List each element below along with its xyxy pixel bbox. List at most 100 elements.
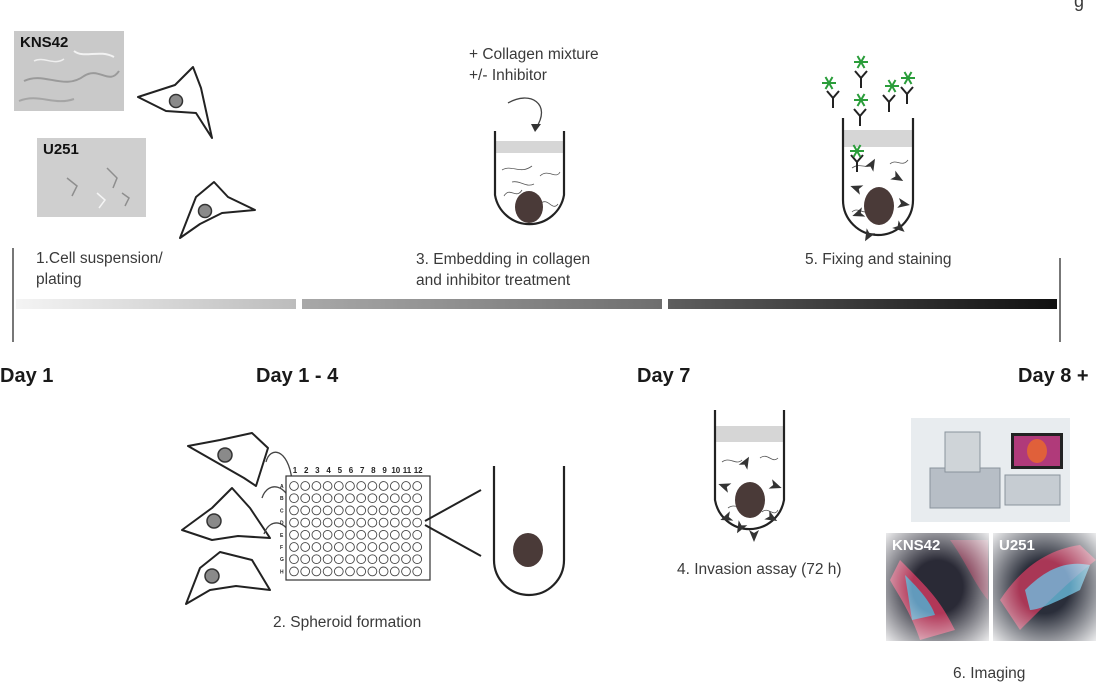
antibody-icon	[900, 86, 914, 104]
plate-well	[300, 529, 311, 540]
plate-well	[401, 542, 411, 552]
gel-layer	[495, 141, 564, 153]
plate-well	[322, 505, 333, 516]
spheroid-icon	[864, 187, 894, 225]
plate-row-label: A	[280, 484, 284, 490]
micrograph-texture	[66, 167, 130, 209]
plate-well	[367, 554, 378, 565]
plate-well	[412, 481, 423, 491]
step1-label-line1: 1.Cell suspension/	[36, 250, 163, 267]
plate-well	[322, 554, 333, 565]
plate-well	[401, 566, 411, 577]
plate-well	[289, 517, 299, 528]
plate-well	[322, 493, 333, 504]
plate-column-label: 3	[315, 466, 320, 475]
plate-column-label: 1	[293, 466, 298, 475]
plate-well	[322, 517, 333, 528]
plate-well	[367, 481, 378, 491]
day-label-1: Day 1	[0, 365, 54, 387]
plate-well	[401, 505, 411, 516]
collagen-fibers	[501, 165, 561, 207]
plate-column-label: 6	[349, 466, 354, 475]
plate-well	[289, 529, 299, 540]
plate-well	[412, 493, 423, 504]
well-tube	[713, 410, 786, 531]
cell-nucleus-icon	[168, 93, 184, 109]
step1-label: 1.Cell suspension/ plating	[36, 248, 163, 290]
stain-star-icon	[850, 144, 864, 158]
plate-well	[412, 542, 423, 552]
invading-cell-icon	[718, 483, 732, 493]
plate-column-label: 11	[403, 466, 412, 475]
plate-well	[322, 566, 333, 577]
well-tube	[492, 466, 566, 597]
antibody-icon	[854, 70, 868, 88]
plate-well	[367, 566, 378, 577]
cell-icon	[181, 487, 271, 541]
well-tube	[841, 118, 915, 237]
plate-column-label: 5	[338, 466, 343, 475]
plate-well	[378, 481, 389, 491]
cell-icon	[179, 181, 256, 239]
invading-cell-icon	[764, 510, 778, 521]
imaging-label-kns42: KNS42	[892, 537, 941, 554]
plate-well	[412, 529, 423, 540]
plate-well	[378, 505, 389, 516]
invading-cell-icon	[737, 520, 748, 534]
plate-well	[300, 554, 311, 565]
plate-well	[311, 481, 322, 491]
plate-well	[401, 481, 411, 491]
plate-well	[389, 529, 400, 540]
plate-well	[412, 505, 423, 516]
plate-outline	[285, 475, 431, 581]
invading-cell-icon	[749, 530, 759, 542]
invading-cell-icon	[897, 198, 910, 208]
invading-cell-icon	[768, 479, 782, 489]
invading-cell-icon	[720, 511, 734, 521]
plate-well	[289, 542, 299, 552]
plate-well	[311, 517, 322, 528]
plate-row-label: B	[280, 496, 284, 502]
microscope-base	[1004, 474, 1061, 506]
plate-well	[412, 554, 423, 565]
plate-row-label: G	[280, 557, 284, 563]
plate-well	[356, 529, 367, 540]
plate-well	[345, 542, 355, 552]
day-label-4: Day 8 +	[1018, 365, 1089, 387]
plate-well	[378, 517, 389, 528]
stain-star-icon	[854, 55, 868, 69]
plate-well	[389, 566, 400, 577]
plate-well	[289, 566, 299, 577]
plate-well	[401, 554, 411, 565]
plate-well	[333, 505, 344, 516]
step5-fixing-staining	[822, 55, 915, 242]
invading-cell-icon	[864, 158, 875, 172]
annotation-line2: +/- Inhibitor	[469, 67, 547, 84]
plate-well	[300, 481, 311, 491]
cell-nucleus-icon	[197, 203, 213, 219]
step4-label: 4. Invasion assay (72 h)	[677, 561, 842, 578]
antibody-icon	[853, 108, 867, 126]
arrow-head	[531, 124, 541, 132]
step2-label: 2. Spheroid formation	[273, 614, 422, 631]
plate-well	[367, 505, 378, 516]
plate-well	[333, 529, 344, 540]
plate-well	[378, 493, 389, 504]
invading-cells	[850, 158, 910, 242]
plate-well	[367, 529, 378, 540]
plate-well	[289, 505, 299, 516]
plate-well	[389, 517, 400, 528]
step1-cells	[137, 66, 256, 239]
annotation-line1: + Collagen mixture	[469, 46, 599, 63]
plate-row-label: C	[280, 508, 284, 514]
plate-well	[300, 505, 311, 516]
plate-column-label: 7	[360, 466, 365, 475]
plate-well	[401, 529, 411, 540]
plate-well	[356, 493, 367, 504]
plate-well	[389, 493, 400, 504]
timeline-segment-1	[16, 299, 296, 309]
plate-well	[345, 517, 355, 528]
plate-well	[345, 554, 355, 565]
plate-well	[311, 542, 322, 552]
